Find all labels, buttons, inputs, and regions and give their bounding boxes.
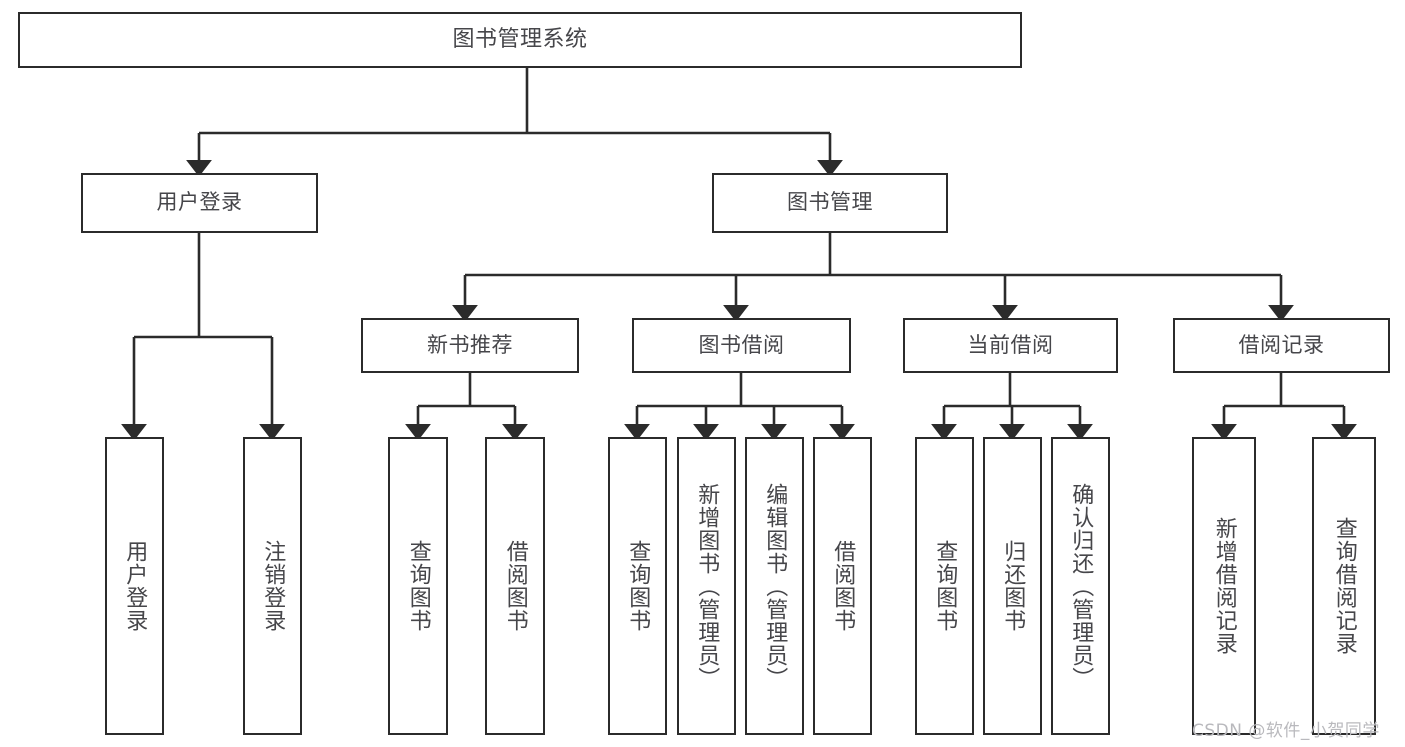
node-leaf-add-borrow-record[interactable]: 新增借阅记录 (1192, 437, 1256, 735)
node-root[interactable]: 图书管理系统 (18, 12, 1022, 68)
node-leaf-query-book-rec[interactable]: 查询图书 (388, 437, 448, 735)
node-leaf-query-book-current[interactable]: 查询图书 (915, 437, 974, 735)
node-leaf-edit-book-admin[interactable]: 编辑图书（管理员） (745, 437, 804, 735)
node-leaf-add-borrow-record-label: 新增借阅记录 (1211, 517, 1237, 655)
node-leaf-edit-book-admin-label: 编辑图书（管理员） (762, 482, 788, 690)
node-book-borrow[interactable]: 图书借阅 (632, 318, 851, 373)
node-leaf-borrow-book-rec[interactable]: 借阅图书 (485, 437, 545, 735)
node-leaf-return-book-label: 归还图书 (1000, 540, 1026, 632)
node-book-management-label: 图书管理 (787, 190, 873, 215)
node-leaf-confirm-return-admin-label: 确认归还（管理员） (1068, 482, 1094, 690)
csdn-watermark: CSDN @软件_小贺同学 (1192, 721, 1380, 741)
node-book-management[interactable]: 图书管理 (712, 173, 948, 233)
node-leaf-query-book-current-label: 查询图书 (932, 540, 958, 632)
node-leaf-return-book[interactable]: 归还图书 (983, 437, 1042, 735)
node-leaf-borrow-book-rec-label: 借阅图书 (502, 540, 528, 632)
node-user-login-label: 用户登录 (156, 190, 243, 215)
node-leaf-query-book-borrow-label: 查询图书 (625, 540, 651, 632)
node-borrow-record-label: 借阅记录 (1238, 332, 1325, 357)
node-leaf-logout-label: 注销登录 (260, 540, 286, 632)
node-leaf-query-borrow-record-label: 查询借阅记录 (1331, 517, 1357, 655)
node-new-book-recommend-label: 新书推荐 (427, 332, 513, 357)
node-book-borrow-label: 图书借阅 (698, 332, 785, 357)
node-leaf-logout[interactable]: 注销登录 (243, 437, 302, 735)
node-leaf-user-login[interactable]: 用户登录 (105, 437, 164, 735)
node-borrow-record[interactable]: 借阅记录 (1173, 318, 1390, 373)
node-leaf-add-book-admin[interactable]: 新增图书（管理员） (677, 437, 736, 735)
node-leaf-add-book-admin-label: 新增图书（管理员） (694, 482, 720, 690)
node-new-book-recommend[interactable]: 新书推荐 (361, 318, 579, 373)
node-leaf-query-book-borrow[interactable]: 查询图书 (608, 437, 667, 735)
node-leaf-query-book-rec-label: 查询图书 (405, 540, 431, 632)
node-leaf-query-borrow-record[interactable]: 查询借阅记录 (1312, 437, 1376, 735)
node-root-label: 图书管理系统 (452, 26, 588, 52)
node-user-login[interactable]: 用户登录 (81, 173, 318, 233)
node-leaf-borrow-book[interactable]: 借阅图书 (813, 437, 872, 735)
node-current-borrow-label: 当前借阅 (967, 332, 1054, 357)
node-leaf-borrow-book-label: 借阅图书 (830, 540, 856, 632)
node-current-borrow[interactable]: 当前借阅 (903, 318, 1118, 373)
node-leaf-confirm-return-admin[interactable]: 确认归还（管理员） (1051, 437, 1110, 735)
node-leaf-user-login-label: 用户登录 (122, 540, 148, 632)
